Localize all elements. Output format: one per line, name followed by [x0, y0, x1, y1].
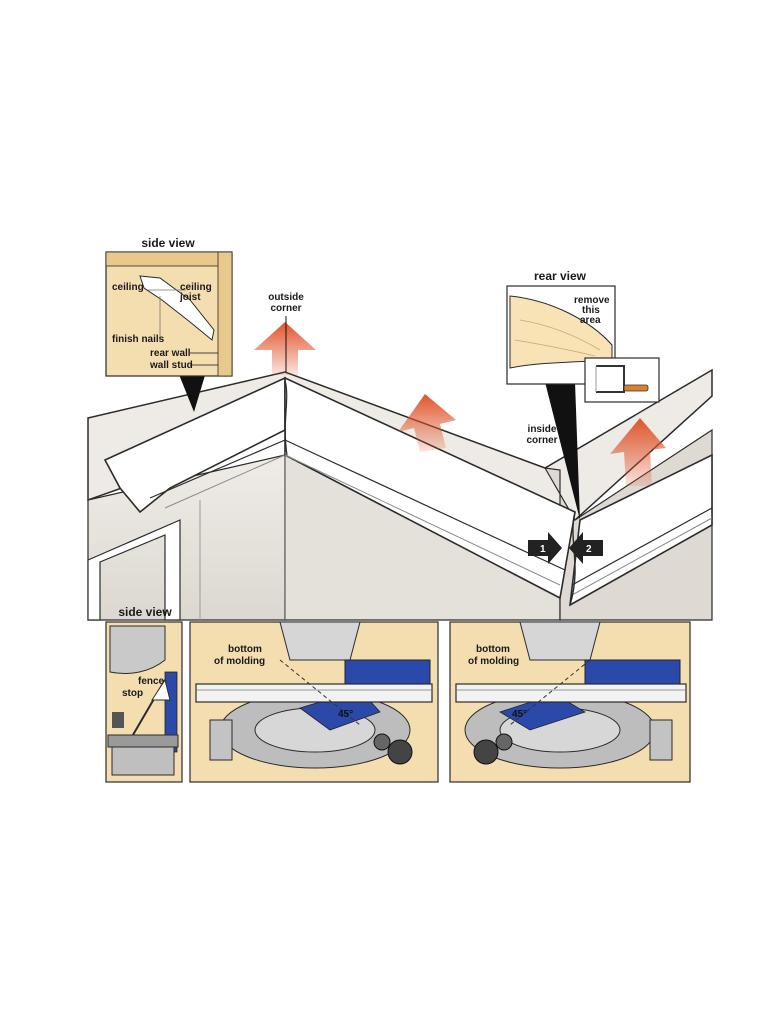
arrow-up-right: [610, 418, 666, 486]
rear-wall-label: rear wall: [150, 348, 191, 359]
door-frame: [87, 519, 181, 621]
step-2-label: 2: [586, 544, 592, 555]
outside-corner-label-2: corner: [270, 303, 301, 314]
molding-piece-left: [195, 683, 433, 703]
angle-left-label: 45°: [338, 709, 353, 720]
bottom-of-molding-right-2: of molding: [468, 656, 519, 667]
remove-label-3: area: [580, 315, 601, 326]
bottom-of-molding-left-2: of molding: [214, 656, 265, 667]
bottom-of-molding-left-1: bottom: [228, 644, 262, 655]
miter-saw-left-inset: bottom of molding 45°: [189, 621, 439, 783]
outside-corner-label-1: outside: [268, 292, 304, 303]
inside-corner-label-1: inside: [528, 424, 557, 435]
finish-nails-label: finish nails: [112, 334, 165, 345]
side-view-inset-bottom: side view fence stop: [105, 605, 183, 783]
step-arrow-1: 1: [528, 532, 562, 564]
fence-label: fence: [138, 676, 165, 687]
crown-molding-center: [284, 376, 576, 600]
coping-saw-handle: [623, 384, 649, 392]
rear-view-inset: rear view remove this area: [506, 269, 660, 403]
inside-corner-label-2: corner: [526, 435, 557, 446]
miter-saw-right-inset: bottom of molding 45°: [449, 621, 691, 783]
step-1-label: 1: [540, 544, 546, 555]
molding-piece-right: [455, 683, 687, 703]
side-view-inset-top: side view ceiling ceiling joist finish n…: [105, 236, 233, 377]
pointer-rear-view: [545, 382, 580, 520]
pointer-side-view: [178, 372, 206, 412]
stop-label: stop: [122, 688, 143, 699]
side-view-title-bottom: side view: [118, 605, 172, 619]
rear-view-title: rear view: [534, 269, 587, 283]
arrow-up-center: [398, 394, 456, 452]
ceiling-label: ceiling: [112, 282, 144, 293]
crown-molding-right: [569, 453, 713, 607]
side-view-title-top: side view: [141, 236, 195, 250]
wall-stud-label: wall stud: [149, 360, 193, 371]
step-arrow-2: 2: [569, 532, 603, 564]
angle-right-label: 45°: [512, 709, 527, 720]
remove-label-1: remove: [574, 295, 610, 306]
remove-label-2: this: [582, 305, 600, 316]
bottom-of-molding-right-1: bottom: [476, 644, 510, 655]
arrow-up-outside-corner: [254, 322, 316, 375]
ceiling-joist-label-2: joist: [179, 292, 201, 303]
ceiling-joist-label-1: ceiling: [180, 282, 212, 293]
